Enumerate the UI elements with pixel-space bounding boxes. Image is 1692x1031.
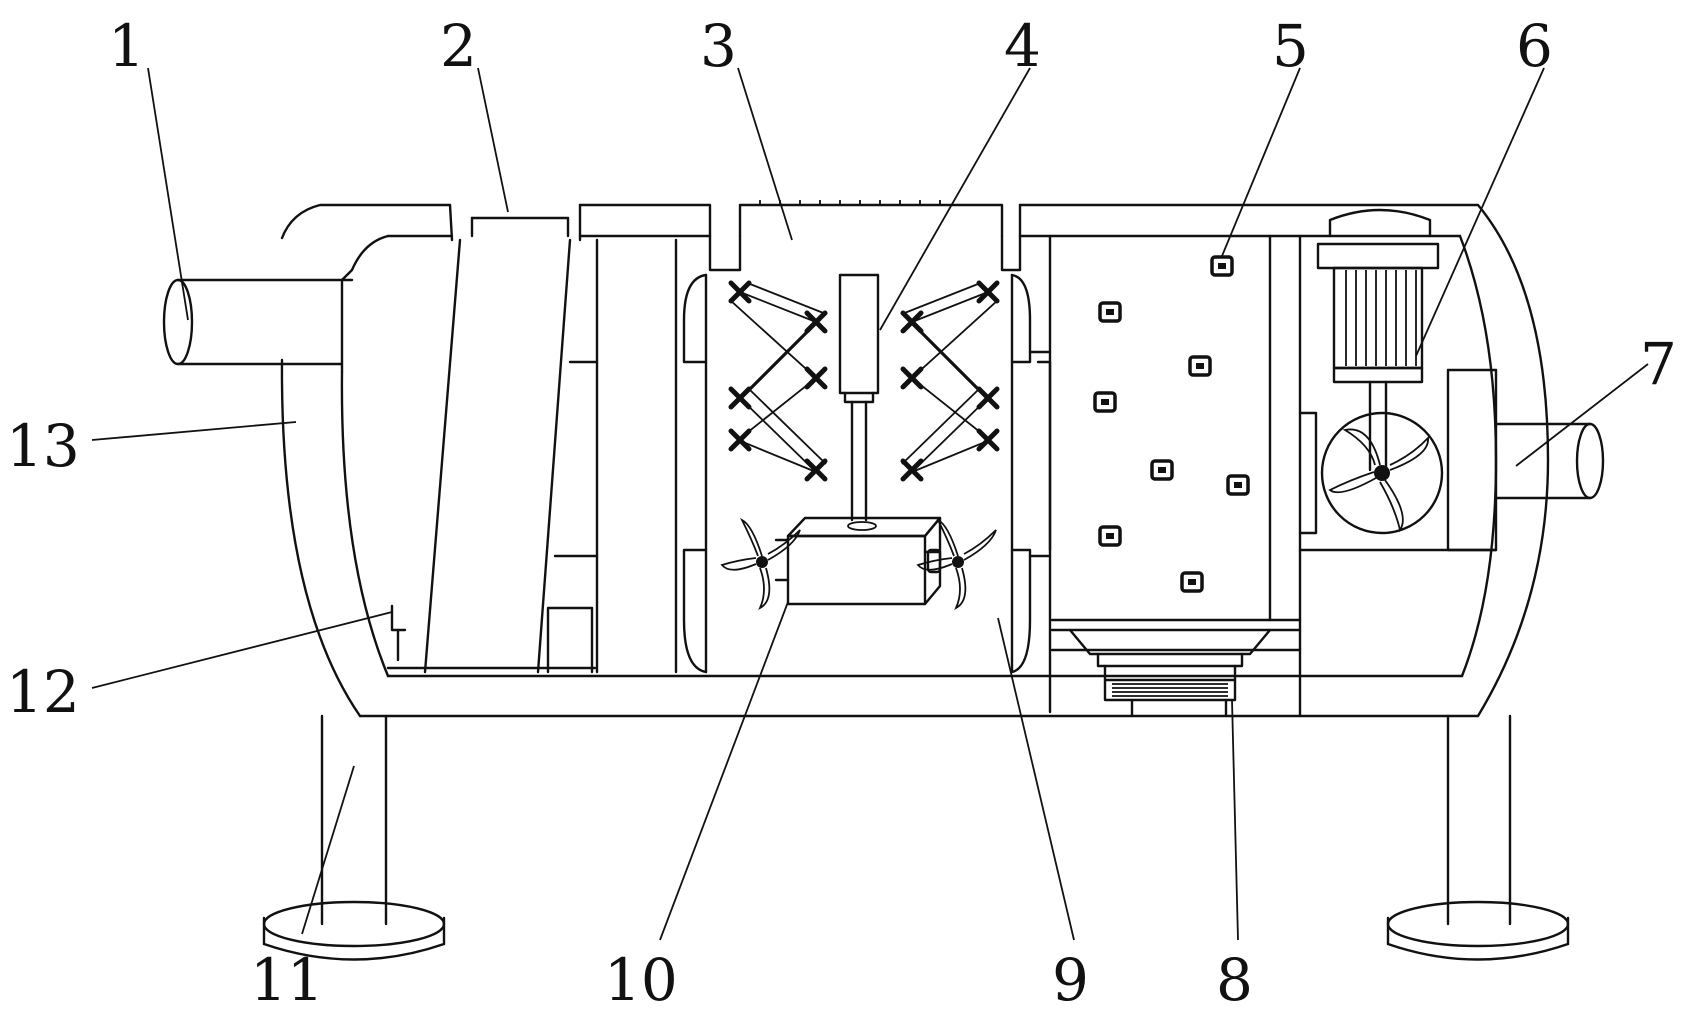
inlet-pipe (162, 278, 354, 374)
housing (280, 203, 1550, 718)
right-leg (1386, 714, 1570, 961)
adsorbent-particles (1093, 255, 1250, 593)
leader-lines (91, 67, 1649, 941)
left-scissor-arm (730, 283, 828, 479)
label-5: 5 (1272, 12, 1309, 80)
bottom-heater (1068, 628, 1272, 718)
label-7: 7 (1640, 330, 1677, 398)
label-3: 3 (700, 12, 737, 80)
label-12: 12 (6, 658, 80, 726)
part-labels: 1 2 3 4 5 6 7 8 9 10 11 12 13 (6, 12, 1677, 1014)
label-6: 6 (1516, 12, 1553, 80)
motor-and-fan (1298, 208, 1498, 552)
label-2: 2 (440, 12, 477, 80)
label-8: 8 (1216, 946, 1253, 1014)
left-stirring-blade (720, 517, 801, 611)
label-4: 4 (1004, 12, 1041, 80)
label-9: 9 (1052, 946, 1089, 1014)
label-1: 1 (108, 12, 145, 80)
label-10: 10 (604, 946, 678, 1014)
left-leg (262, 714, 446, 961)
reaction-chamber (682, 200, 1032, 674)
right-stirring-blade (916, 517, 997, 611)
outlet-pipe (1494, 422, 1605, 500)
absorption-section (1028, 234, 1302, 718)
label-13: 13 (6, 412, 80, 480)
label-11: 11 (250, 946, 324, 1014)
right-scissor-arm (900, 283, 998, 479)
filter-section (386, 216, 678, 674)
